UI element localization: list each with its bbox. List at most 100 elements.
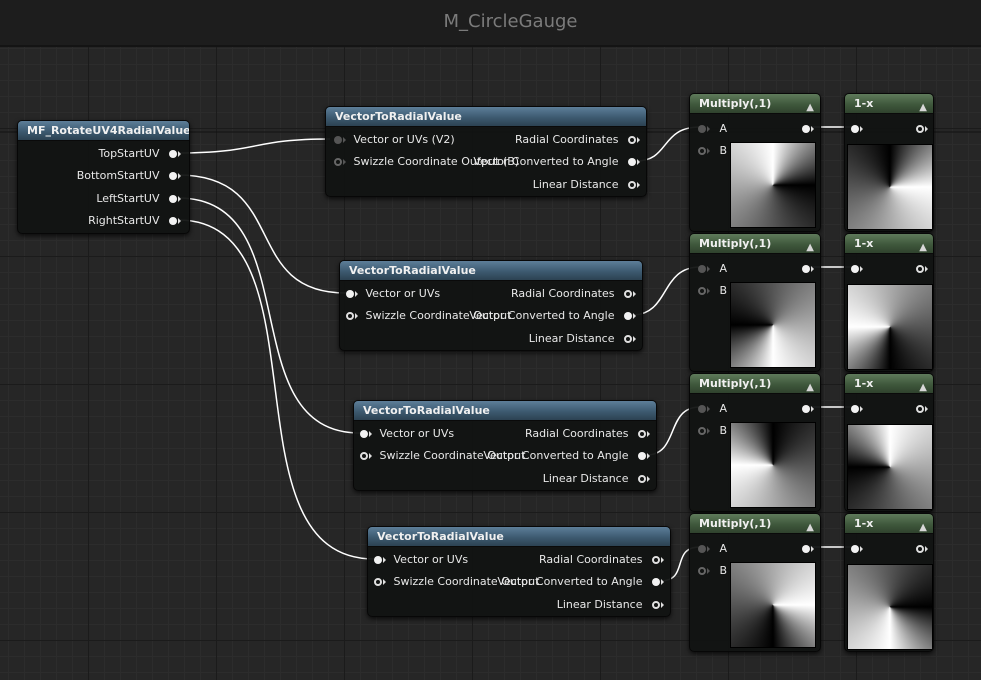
pin-icon[interactable] — [624, 290, 632, 298]
pin-icon[interactable] — [360, 452, 368, 460]
radial-node-3[interactable]: VectorToRadialValue Vector or UVs Swizzl… — [353, 400, 657, 491]
pin-icon[interactable] — [698, 125, 706, 133]
pin-icon[interactable] — [851, 265, 859, 273]
pin-icon[interactable] — [916, 265, 924, 273]
oneminus-node-2[interactable]: 1-x ▲ — [844, 233, 934, 372]
output-pin[interactable] — [916, 262, 928, 275]
output-bottom-start-uv[interactable]: BottomStartUV — [77, 169, 181, 182]
output-pin[interactable] — [916, 402, 928, 415]
pin-icon[interactable] — [374, 556, 382, 564]
pin-icon[interactable] — [169, 172, 177, 180]
radial-node-1[interactable]: VectorToRadialValue Vector or UVs (V2) S… — [325, 106, 647, 197]
multiply-node-1[interactable]: Multiply(,1) ▲ A B — [689, 93, 821, 232]
pin-icon[interactable] — [628, 158, 636, 166]
pin-icon[interactable] — [652, 556, 660, 564]
input-pin[interactable] — [851, 262, 863, 275]
input-pin[interactable] — [851, 402, 863, 415]
output-result[interactable] — [802, 262, 814, 275]
collapse-arrow-icon[interactable]: ▲ — [806, 522, 814, 533]
output-result[interactable] — [802, 402, 814, 415]
output-vector-converted-to-angle[interactable]: Vector Converted to Angle — [497, 575, 664, 588]
output-vector-converted-to-angle[interactable]: Vector Converted to Angle — [473, 155, 640, 168]
pin-icon[interactable] — [638, 452, 646, 460]
pin-icon[interactable] — [916, 405, 924, 413]
pin-icon[interactable] — [638, 430, 646, 438]
pin-icon[interactable] — [802, 405, 810, 413]
input-vector-or-uvs[interactable]: Vector or UVs — [374, 553, 468, 566]
input-b[interactable]: B — [698, 284, 727, 297]
pin-icon[interactable] — [652, 601, 660, 609]
oneminus-node-3[interactable]: 1-x ▲ — [844, 373, 934, 512]
oneminus-node-4[interactable]: 1-x ▲ — [844, 513, 934, 652]
pin-icon[interactable] — [628, 181, 636, 189]
output-right-start-uv[interactable]: RightStartUV — [88, 214, 181, 227]
input-vector-or-uvs[interactable]: Vector or UVs (V2) — [334, 133, 455, 146]
pin-icon[interactable] — [346, 312, 354, 320]
pin-icon[interactable] — [698, 567, 706, 575]
radial-node-header[interactable]: VectorToRadialValue — [368, 527, 670, 547]
input-a[interactable]: A — [698, 262, 727, 275]
pin-icon[interactable] — [698, 405, 706, 413]
oneminus-node-header[interactable]: 1-x ▲ — [845, 374, 933, 394]
pin-icon[interactable] — [916, 545, 924, 553]
collapse-arrow-icon[interactable]: ▲ — [919, 382, 927, 393]
output-top-start-uv[interactable]: TopStartUV — [98, 147, 181, 160]
pin-icon[interactable] — [169, 195, 177, 203]
collapse-arrow-icon[interactable]: ▲ — [919, 102, 927, 113]
output-pin[interactable] — [916, 122, 928, 135]
pin-icon[interactable] — [169, 217, 177, 225]
output-radial-coordinates[interactable]: Radial Coordinates — [515, 133, 640, 146]
pin-icon[interactable] — [169, 150, 177, 158]
output-linear-distance[interactable]: Linear Distance — [529, 332, 636, 345]
function-node-header[interactable]: MF_RotateUV4RadialValue — [18, 121, 189, 141]
oneminus-node-1[interactable]: 1-x ▲ — [844, 93, 934, 232]
radial-node-4[interactable]: VectorToRadialValue Vector or UVs Swizzl… — [367, 526, 671, 617]
output-linear-distance[interactable]: Linear Distance — [543, 472, 650, 485]
oneminus-node-header[interactable]: 1-x ▲ — [845, 514, 933, 534]
collapse-arrow-icon[interactable]: ▲ — [919, 522, 927, 533]
collapse-arrow-icon[interactable]: ▲ — [806, 382, 814, 393]
pin-icon[interactable] — [698, 265, 706, 273]
input-swizzle-coordinate-output[interactable]: Swizzle Coordinate Output — [374, 575, 539, 588]
multiply-node-header[interactable]: Multiply(,1) ▲ — [690, 374, 820, 394]
collapse-arrow-icon[interactable]: ▲ — [919, 242, 927, 253]
output-radial-coordinates[interactable]: Radial Coordinates — [525, 427, 650, 440]
radial-node-header[interactable]: VectorToRadialValue — [326, 107, 646, 127]
output-linear-distance[interactable]: Linear Distance — [533, 178, 640, 191]
pin-icon[interactable] — [802, 265, 810, 273]
function-node[interactable]: MF_RotateUV4RadialValue TopStartUV Botto… — [17, 120, 190, 234]
output-vector-converted-to-angle[interactable]: Vector Converted to Angle — [469, 309, 636, 322]
pin-icon[interactable] — [851, 405, 859, 413]
radial-node-2[interactable]: VectorToRadialValue Vector or UVs Swizzl… — [339, 260, 643, 351]
input-b[interactable]: B — [698, 564, 727, 577]
pin-icon[interactable] — [851, 545, 859, 553]
oneminus-node-header[interactable]: 1-x ▲ — [845, 234, 933, 254]
multiply-node-4[interactable]: Multiply(,1) ▲ A B — [689, 513, 821, 652]
collapse-arrow-icon[interactable]: ▲ — [806, 242, 814, 253]
pin-icon[interactable] — [346, 290, 354, 298]
input-a[interactable]: A — [698, 122, 727, 135]
pin-icon[interactable] — [698, 147, 706, 155]
multiply-node-header[interactable]: Multiply(,1) ▲ — [690, 514, 820, 534]
multiply-node-header[interactable]: Multiply(,1) ▲ — [690, 94, 820, 114]
output-pin[interactable] — [916, 542, 928, 555]
input-swizzle-coordinate-output[interactable]: Swizzle Coordinate Output (B) — [334, 155, 519, 168]
radial-node-header[interactable]: VectorToRadialValue — [354, 401, 656, 421]
input-a[interactable]: A — [698, 542, 727, 555]
oneminus-node-header[interactable]: 1-x ▲ — [845, 94, 933, 114]
pin-icon[interactable] — [624, 312, 632, 320]
wire-left-to-radial-3[interactable] — [177, 197, 361, 434]
output-result[interactable] — [802, 542, 814, 555]
input-vector-or-uvs[interactable]: Vector or UVs — [360, 427, 454, 440]
wire-top-to-radial-1[interactable] — [177, 138, 331, 154]
pin-icon[interactable] — [851, 125, 859, 133]
output-radial-coordinates[interactable]: Radial Coordinates — [511, 287, 636, 300]
pin-icon[interactable] — [802, 545, 810, 553]
output-vector-converted-to-angle[interactable]: Vector Converted to Angle — [483, 449, 650, 462]
pin-icon[interactable] — [374, 578, 382, 586]
pin-icon[interactable] — [698, 427, 706, 435]
multiply-node-2[interactable]: Multiply(,1) ▲ A B — [689, 233, 821, 372]
pin-icon[interactable] — [652, 578, 660, 586]
input-vector-or-uvs[interactable]: Vector or UVs — [346, 287, 440, 300]
pin-icon[interactable] — [360, 430, 368, 438]
